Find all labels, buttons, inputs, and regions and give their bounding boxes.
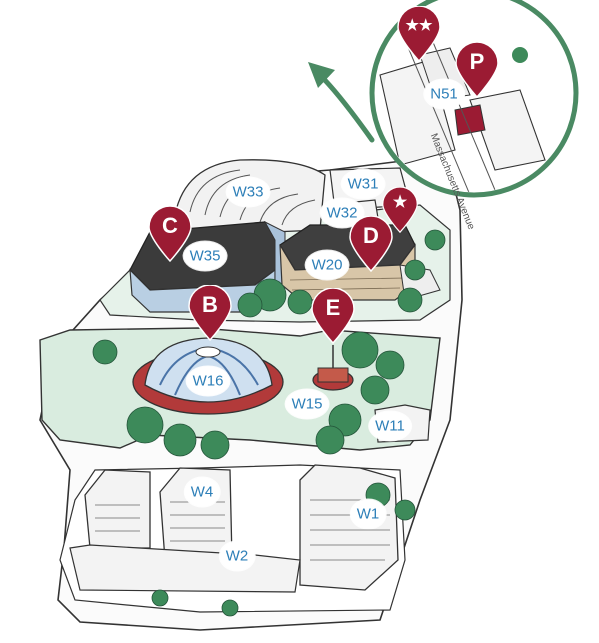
map-pin-star-icon: [382, 187, 418, 233]
map-pin-b[interactable]: B: [187, 285, 233, 341]
building-label-w2[interactable]: W2: [219, 541, 255, 571]
building-label-w32[interactable]: W32: [320, 198, 364, 228]
map-pin-label: E: [325, 295, 341, 320]
map-pin-icon: [188, 285, 232, 341]
trees: [92, 229, 446, 617]
building-w15-shape: [312, 345, 354, 391]
building-label-w4[interactable]: W4: [184, 477, 220, 507]
map-pin-two-stars[interactable]: ★★: [396, 6, 442, 62]
map-pin-c[interactable]: C: [147, 206, 193, 262]
building-label-w1[interactable]: W1: [350, 499, 386, 529]
map-pin-parking-icon: [455, 42, 499, 98]
building-label-w20[interactable]: W20: [305, 250, 349, 280]
building-label-w35[interactable]: W35: [183, 241, 227, 271]
building-label-w15[interactable]: W15: [285, 389, 329, 419]
map-pin-label: B: [202, 292, 218, 317]
building-label-n51[interactable]: N51: [424, 79, 464, 109]
curved-arrow-head-icon: [308, 62, 335, 88]
building-label-w33[interactable]: W33: [226, 177, 270, 207]
building-label-w11[interactable]: W11: [369, 411, 411, 441]
map-pin-label: C: [162, 213, 178, 238]
building-label-w16[interactable]: W16: [186, 366, 230, 396]
building-label-w31[interactable]: W31: [341, 169, 385, 199]
map-pin-icon: [349, 216, 393, 272]
map-pin-d[interactable]: D: [348, 216, 394, 272]
map-pin-e[interactable]: E: [310, 288, 356, 344]
map-pin-star[interactable]: ★: [381, 187, 419, 233]
map-pin-label: P: [469, 49, 485, 74]
map-pin-two-stars-icon: [397, 6, 441, 62]
curved-arrow-icon: [317, 72, 375, 143]
map-pin-label: ★: [392, 194, 408, 211]
building-w1-shape: [299, 464, 399, 591]
map-pin-p[interactable]: P: [454, 42, 500, 98]
map-pin-icon: [311, 288, 355, 344]
map-pin-label: ★★: [405, 17, 433, 34]
map-pin-label: D: [363, 223, 379, 248]
map-pin-icon: [148, 206, 192, 262]
